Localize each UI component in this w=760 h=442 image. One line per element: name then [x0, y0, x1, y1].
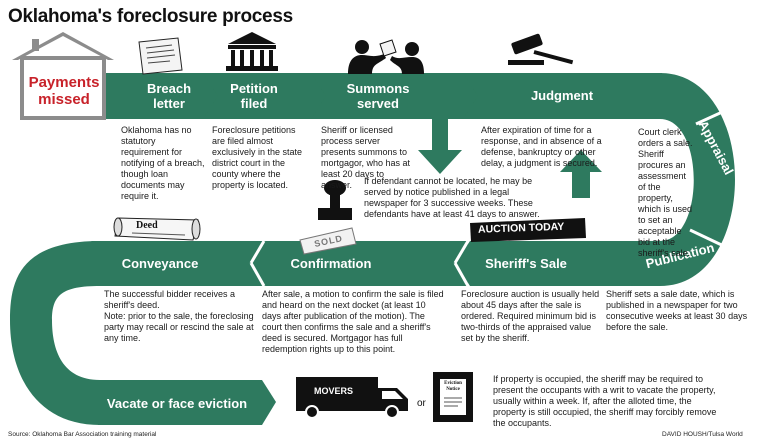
step-breach-letter: Breach letter [146, 81, 192, 111]
auction-sign-icon [470, 218, 586, 242]
deed-scroll-icon [113, 217, 201, 241]
band-segment-2 [146, 73, 220, 119]
desc-petition-filed: Foreclosure petitions are filed almost e… [212, 125, 303, 190]
desc-conveyance: The successful bidder receives a sheriff… [104, 289, 254, 343]
band-divider [695, 106, 732, 126]
desc-publication: Sheriff sets a sale date, which is publi… [606, 289, 748, 332]
house-icon [12, 32, 114, 120]
band-segment-1 [105, 73, 163, 119]
courthouse-icon [226, 32, 278, 71]
band-segment-5 [463, 73, 662, 119]
eviction-notice-icon [433, 372, 473, 422]
desc-sheriffs-sale: Foreclosure auction is usually held abou… [461, 289, 600, 343]
step-payments-missed: Payments missed [28, 74, 100, 108]
desc-summons-served: Sheriff or licensed process server prese… [321, 125, 411, 190]
page-title: Oklahoma's foreclosure process [8, 6, 293, 27]
band-segment-7 [247, 241, 468, 286]
handshake-icon [348, 39, 424, 74]
band-segment-9 [98, 380, 276, 425]
gavel-icon [508, 33, 574, 65]
or-text: or [417, 398, 426, 409]
desc-breach-letter: Oklahoma has no statutory requirement fo… [121, 125, 205, 201]
desc-summons-alt: If defendant cannot be located, he may b… [364, 176, 540, 219]
truck-text: MOVERS [314, 386, 354, 396]
step-sheriffs-sale: Sheriff's Sale [485, 256, 567, 271]
band-curve-left [10, 241, 100, 425]
step-conveyance: Conveyance [121, 256, 199, 271]
step-summons-served: Summons served [346, 81, 410, 111]
desc-appraisal: Court clerk orders a sale. Sheriff procu… [638, 127, 693, 258]
notice-text: Eviction Notice [444, 381, 462, 392]
moving-truck-icon [296, 377, 408, 419]
letter-icon [138, 37, 183, 75]
step-confirmation: Confirmation [290, 256, 372, 271]
deed-text: Deed [136, 220, 158, 231]
desc-vacate: If property is occupied, the sheriff may… [493, 374, 717, 428]
stamp-icon [299, 180, 357, 255]
band-segment-4 [311, 73, 480, 119]
up-arrow [560, 150, 602, 198]
band-segment-3 [203, 73, 328, 119]
desc-confirmation: After sale, a motion to confirm the sale… [262, 289, 444, 354]
source-credit: Source: Oklahoma Bar Association trainin… [8, 431, 157, 438]
band-segment-6 [455, 241, 602, 286]
down-arrow [418, 119, 462, 174]
band-curve-right [600, 73, 735, 286]
step-vacate: Vacate or face eviction [106, 396, 248, 411]
desc-judgment: After expiration of time for a response,… [481, 125, 602, 168]
step-petition-filed: Petition filed [230, 81, 278, 111]
band-divider [689, 228, 729, 250]
step-judgment: Judgment [530, 88, 594, 103]
band-segment-8 [60, 241, 264, 286]
artist-credit: DAVID HOUSH/Tulsa World [662, 431, 743, 438]
